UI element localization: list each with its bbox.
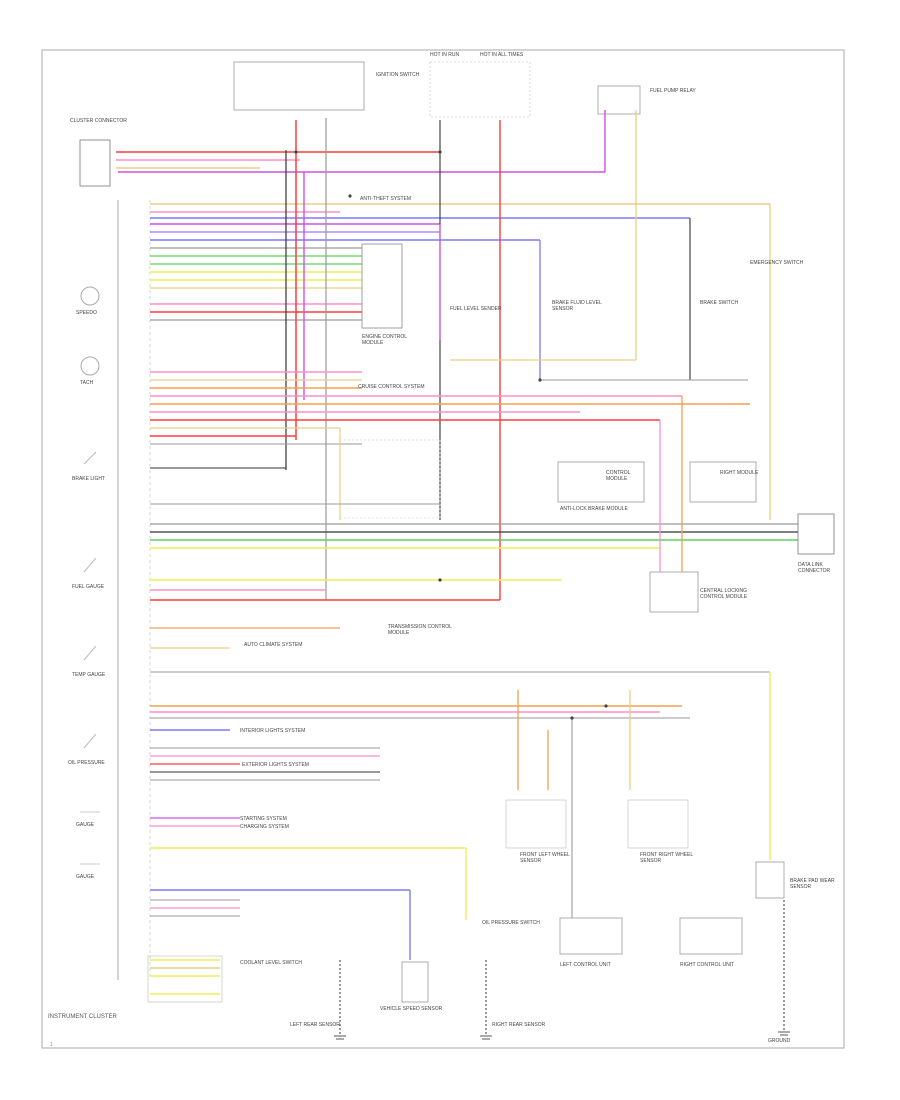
label-abs-module: ANTI-LOCK BRAKE MODULE [560, 506, 628, 512]
cluster-connector-box [79, 139, 111, 187]
abs-module-box [557, 461, 645, 503]
left-control-box [559, 917, 623, 955]
data-link-box [797, 513, 835, 555]
label-front-right-sensor: FRONT RIGHT WHEEL SENSOR [640, 852, 693, 864]
label-charging: CHARGING SYSTEM [240, 824, 289, 830]
label-brake-fluid: BRAKE FLUID LEVEL SENSOR [552, 300, 602, 312]
label-control-module: CONTROL MODULE [606, 470, 631, 482]
diagram-title: INSTRUMENT CLUSTER [48, 1014, 117, 1020]
label-engine-module: ENGINE CONTROL MODULE [362, 334, 407, 346]
label-interior-lights: INTERIOR LIGHTS SYSTEM [240, 728, 306, 734]
fuel-relay-box [597, 85, 641, 115]
label-right-control: RIGHT CONTROL UNIT [680, 962, 735, 968]
ground-icons [334, 1031, 790, 1040]
label-tach: TACH [80, 380, 94, 386]
label-fuel-relay: FUEL PUMP RELAY [650, 88, 696, 94]
label-grounds: GROUND [768, 1038, 791, 1044]
label-brake-light: BRAKE LIGHT [72, 476, 106, 482]
label-data-link: DATA LINK CONNECTOR [798, 562, 831, 574]
label-right-rear: RIGHT REAR SENSOR [492, 1022, 546, 1028]
temp-gauge-icon [83, 645, 97, 661]
label-left-control: LEFT CONTROL UNIT [560, 962, 611, 968]
label-anti-theft: ANTI-THEFT SYSTEM [360, 196, 412, 202]
fuse-box [429, 61, 531, 118]
brake-light-icon [83, 451, 97, 465]
label-top-switch: IGNITION SWITCH [376, 72, 420, 78]
label-speedo: SPEEDO [76, 310, 97, 316]
label-gauge-left: GAUGE [76, 822, 95, 828]
oil-press-icon [83, 733, 97, 749]
label-oil-switch: OIL PRESSURE SWITCH [482, 920, 540, 926]
label-front-left-sensor: FRONT LEFT WHEEL SENSOR [520, 852, 570, 864]
label-temp-gauge: TEMP GAUGE [72, 672, 106, 678]
label-lighting: EXTERIOR LIGHTS SYSTEM [242, 762, 309, 768]
label-fuse-right: HOT IN ALL TIMES [480, 52, 524, 58]
label-lock-module: CENTRAL LOCKING CONTROL MODULE [700, 588, 748, 600]
label-gauge-right: GAUGE [76, 874, 95, 880]
fuel-gauge-icon [83, 557, 97, 573]
label-auto-climate: AUTO CLIMATE SYSTEM [244, 642, 303, 648]
label-oil-press: OIL PRESSURE [68, 760, 105, 766]
speed-sensor-box [401, 961, 429, 1003]
label-transmission-module: TRANSMISSION CONTROL MODULE [388, 624, 452, 636]
front-left-sensor-box [505, 799, 567, 849]
label-speed-sensor: VEHICLE SPEED SENSOR [380, 1006, 443, 1012]
label-right-module: RIGHT MODULE [720, 470, 759, 476]
splice-dots [294, 150, 608, 720]
diagram-border [41, 49, 845, 1049]
engine-module-box [361, 243, 403, 329]
ignition-switch-box [233, 61, 365, 111]
label-brake-switch: BRAKE SWITCH [700, 300, 739, 306]
right-control-box [679, 917, 743, 955]
bottom-connector [147, 955, 223, 1003]
label-fuel-gauge: FUEL GAUGE [72, 584, 105, 590]
right-module-box [689, 461, 757, 503]
label-fuel-sender: FUEL LEVEL SENDER [450, 306, 502, 312]
label-cruise: CRUISE CONTROL SYSTEM [358, 384, 425, 390]
diagram-code: 1 [50, 1042, 53, 1048]
label-brake-pad: BRAKE PAD WEAR SENSOR [790, 878, 835, 890]
label-fuse-left: HOT IN RUN [430, 52, 460, 58]
speedo-icon [80, 286, 100, 306]
lock-module-box [649, 571, 699, 613]
label-emergency-switch: EMERGENCY SWITCH [750, 260, 804, 266]
label-starting: STARTING SYSTEM [240, 816, 287, 822]
label-coolant-switch: COOLANT LEVEL SWITCH [240, 960, 302, 966]
tach-icon [80, 356, 100, 376]
label-cluster-connector: CLUSTER CONNECTOR [70, 118, 127, 124]
emergency-switch-box [339, 439, 441, 519]
label-left-rear: LEFT REAR SENSOR [290, 1022, 340, 1028]
brake-pad-box [755, 861, 785, 899]
front-right-sensor-box [627, 799, 689, 849]
